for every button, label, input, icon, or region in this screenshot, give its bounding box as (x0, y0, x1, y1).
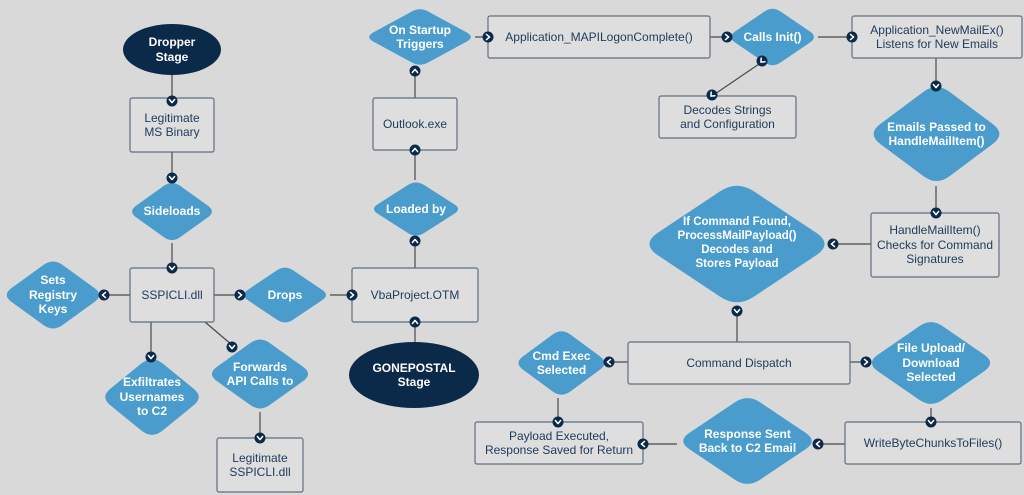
arrow-marker-icon (930, 207, 942, 219)
sideloads-label: Sideloads (143, 204, 201, 219)
drops-shape (244, 267, 326, 323)
response-sent-shape (683, 398, 812, 484)
arrow-marker-icon (721, 31, 733, 43)
arrow-marker-icon (860, 356, 872, 368)
write-byte-chunks-label: WriteByteChunksToFiles() (863, 435, 1003, 450)
arrow-marker-icon (846, 31, 858, 43)
gonepostal-stage-label: GONEPOSTAL Stage (372, 360, 456, 389)
mapi-logon-complete-label: Application_MAPILogonComplete() (505, 29, 693, 44)
gonepostal-stage-shape (349, 342, 479, 408)
sspicli-dll-label: SSPICLI.dll (141, 287, 203, 302)
dropper-stage-label: Dropper Stage (148, 35, 196, 64)
emails-passed-label: Emails Passed to HandleMailItem() (887, 119, 986, 148)
sets-registry-keys-label: Sets Registry Keys (28, 273, 78, 317)
drops-label: Drops (267, 287, 303, 302)
arrow-marker-icon (409, 235, 421, 247)
outlook-exe-label: Outlook.exe (382, 116, 448, 131)
connector-arrow-markers (98, 31, 942, 450)
sets-registry-keys-shape (6, 261, 100, 329)
arrow-marker-icon (930, 80, 942, 92)
file-upload-download-label: File Upload/ Download Selected (896, 341, 965, 385)
process-mail-payload-shape (649, 185, 825, 303)
arrow-marker-icon (166, 262, 178, 274)
sideloads-shape (132, 182, 212, 241)
arrow-marker-icon (409, 65, 421, 77)
on-startup-triggers-shape (369, 9, 471, 65)
arrow-marker-icon (482, 31, 494, 43)
arrow-marker-icon (812, 438, 824, 450)
exfiltrates-usernames-shape (105, 359, 199, 435)
node-shapes (6, 8, 1023, 493)
process-mail-payload-label: If Command Found, ProcessMailPayload() D… (677, 216, 797, 270)
exfiltrates-usernames-label: Exfiltrates Usernames to C2 (119, 375, 185, 419)
arrow-marker-icon (166, 172, 178, 184)
emails-passed-shape (873, 87, 1000, 181)
arrow-marker-icon (145, 351, 157, 363)
arrow-marker-icon (756, 55, 768, 67)
on-startup-triggers-label: On Startup Triggers (389, 22, 451, 51)
response-sent-label: Response Sent Back to C2 Email (698, 426, 797, 455)
payload-executed-label: Payload Executed, Response Saved for Ret… (484, 428, 634, 457)
arrow-marker-icon (98, 289, 110, 301)
arrow-marker-icon (637, 438, 649, 450)
legitimate-sspicli-label: Legitimate SSPICLI.dll (229, 450, 291, 479)
loaded-by-shape (373, 182, 459, 236)
arrow-marker-icon (706, 89, 718, 101)
arrow-marker-icon (603, 356, 615, 368)
cmd-exec-selected-label: Cmd Exec Selected (532, 348, 591, 377)
calls-init-shape (731, 8, 814, 66)
new-mail-ex-label: Application_NewMailEx() Listens for New … (870, 22, 1004, 51)
arrow-marker-icon (226, 341, 238, 353)
arrow-marker-icon (925, 416, 937, 428)
dropper-stage-shape (123, 24, 221, 75)
calls-init-label: Calls Init() (743, 29, 802, 44)
forwards-api-calls-label: Forwards API Calls to (226, 359, 294, 388)
arrow-marker-icon (234, 289, 246, 301)
arrow-marker-icon (731, 305, 743, 317)
loaded-by-label: Loaded by (385, 201, 446, 216)
arrow-marker-icon (552, 416, 564, 428)
arrow-marker-icon (409, 316, 421, 328)
decodes-strings-label: Decodes Strings and Configuration (680, 102, 775, 131)
arrow-marker-icon (409, 144, 421, 156)
arrow-marker-icon (166, 95, 178, 107)
legitimate-ms-binary-label: Legitimate MS Binary (144, 110, 200, 139)
file-upload-download-shape (871, 322, 991, 404)
arrow-marker-icon (254, 432, 266, 444)
command-dispatch-shape (627, 341, 851, 385)
decodes-strings-shape (658, 95, 797, 139)
handle-mail-item-label: HandleMailItem() Checks for Command Sign… (876, 223, 994, 267)
vbaproject-otm-label: VbaProject.OTM (370, 287, 460, 302)
command-dispatch-label: Command Dispatch (686, 355, 792, 370)
forwards-api-calls-shape (211, 339, 309, 409)
arrow-marker-icon (346, 289, 358, 301)
cmd-exec-selected-shape (518, 331, 605, 395)
arrow-marker-icon (827, 238, 839, 250)
